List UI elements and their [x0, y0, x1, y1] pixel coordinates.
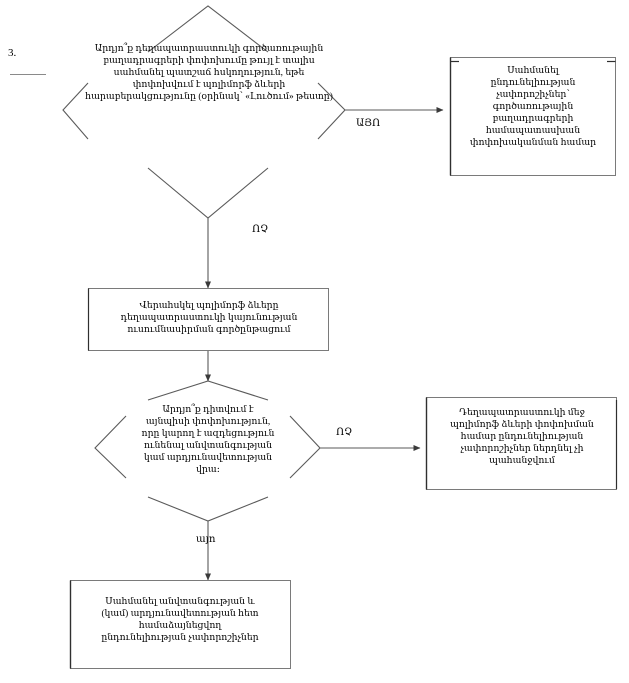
decision2-label: Արդյո՞ք դիտվում է այնպիսի փոփոխություն, …	[141, 405, 275, 476]
decision2-right-chevron	[289, 415, 321, 479]
edge-label-decision1-yes: ԱՅՈ	[356, 118, 381, 129]
process1-label: Վերահսկել պոլիմորֆ ձևերը դեղապատրաստուկի…	[120, 301, 298, 336]
decision1-left-chevron	[62, 82, 89, 140]
decision2-bottom-chevron	[147, 496, 269, 522]
decision1-bottom-chevron	[147, 167, 269, 219]
box-middle-right-shape	[425, 397, 618, 490]
section-number-marker: 3.	[8, 47, 17, 59]
decision2-left-chevron	[94, 415, 127, 479]
decision2-top-chevron	[147, 380, 269, 401]
edge-label-decision2-yes: այո	[196, 534, 216, 545]
box-bottom-label: Սահմանել անվտանգության և (կամ) արդյունավ…	[101, 597, 259, 644]
decision1-top-chevron	[147, 5, 269, 53]
section-number-rule	[10, 74, 46, 75]
box-top-right-label: Սահմանել ընդունելիության չափորոշիչներ՝ գ…	[469, 66, 597, 149]
box-middle-right-label: Դեղապատրաստուկի մեջ պոլիմորֆ ձևերի փոփոխ…	[450, 408, 594, 467]
process1-rect-shape	[87, 288, 329, 351]
edge-label-decision1-no: ՈՉ	[252, 224, 269, 235]
box-top-right-shape	[449, 57, 616, 176]
decision1-label: Արդյո՞ք դեղապատրաստուկի գործառութային բա…	[85, 44, 333, 103]
box-bottom-shape	[69, 580, 291, 669]
edge-label-decision2-no: ՈՉ	[336, 427, 353, 438]
